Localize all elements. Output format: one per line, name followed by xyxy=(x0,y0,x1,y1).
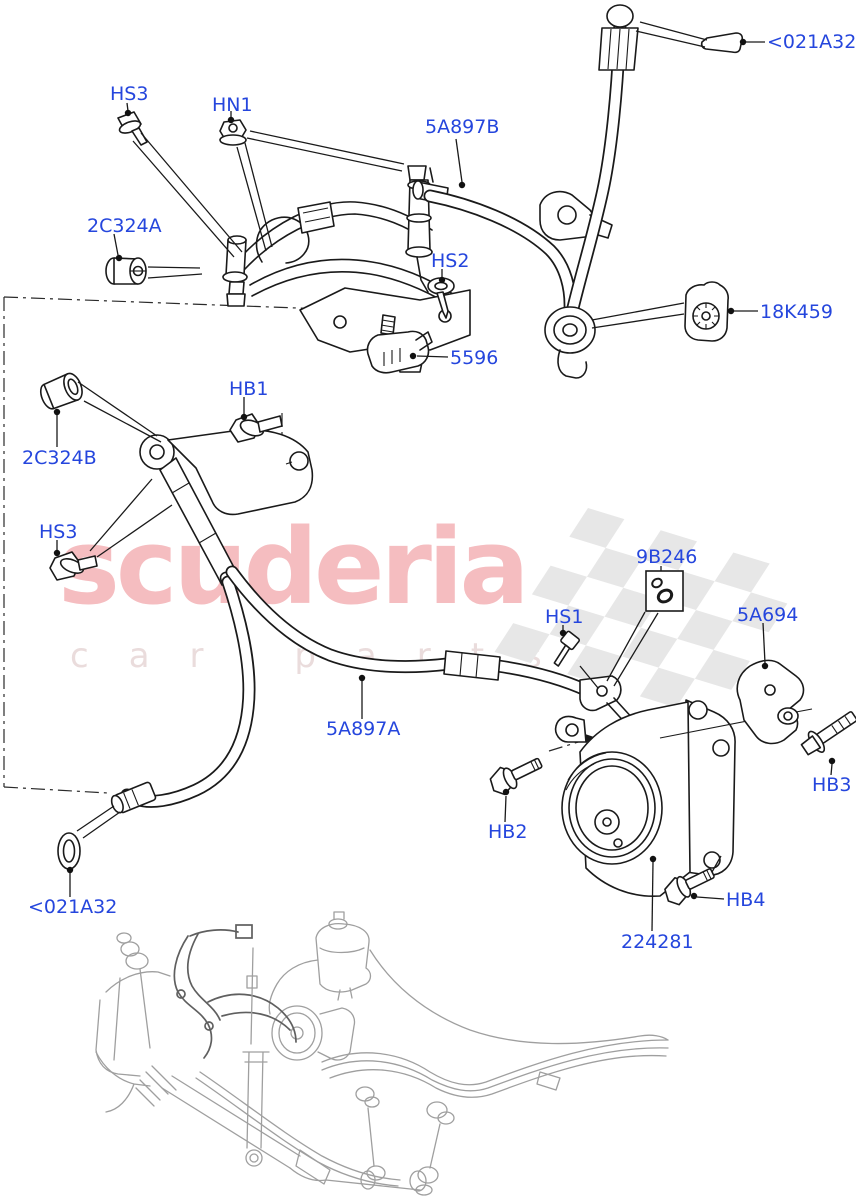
nut-hn1 xyxy=(219,119,247,146)
label-hs2[interactable]: HS2 xyxy=(431,250,470,272)
watermark-brand: scuderia xyxy=(58,506,530,628)
label-2c324a[interactable]: 2C324A xyxy=(87,215,162,237)
label-hb2[interactable]: HB2 xyxy=(488,821,528,843)
hose-5a897a xyxy=(110,565,648,814)
bushing-2c324b xyxy=(39,372,83,410)
sealing-ring-part xyxy=(57,832,81,870)
bolt-hb4 xyxy=(664,868,715,906)
label-5a897b[interactable]: 5A897B xyxy=(425,116,500,138)
vehicle-context-drawing xyxy=(95,911,669,1196)
hose-union-fitting xyxy=(544,306,596,354)
blanking-cap-part xyxy=(700,32,744,54)
bolt-hb3 xyxy=(800,711,856,756)
grommet-18k459 xyxy=(684,281,729,342)
label-9b246[interactable]: 9B246 xyxy=(636,546,698,568)
oring-kit-9b246 xyxy=(645,570,684,612)
label-021a32-bottom[interactable]: <021A32 xyxy=(28,896,118,918)
bracket-5596 xyxy=(366,314,433,374)
label-hs3-lower[interactable]: HS3 xyxy=(39,521,78,543)
screw-hs2 xyxy=(427,277,455,319)
label-021a32-top[interactable]: <021A32 xyxy=(767,31,856,53)
bolt-hs1 xyxy=(553,630,580,667)
bolt-hb1 xyxy=(229,413,283,443)
bolt-hs3-top xyxy=(117,111,148,146)
label-hn1[interactable]: HN1 xyxy=(212,94,253,116)
label-5a694[interactable]: 5A694 xyxy=(737,604,799,626)
context-reservoir xyxy=(315,922,372,993)
bolt-hb2 xyxy=(489,757,543,796)
label-hb4[interactable]: HB4 xyxy=(726,889,766,911)
label-224281[interactable]: 224281 xyxy=(621,931,694,953)
leader-lines xyxy=(53,21,836,932)
label-5a897a[interactable]: 5A897A xyxy=(326,718,401,740)
label-hs3-top[interactable]: HS3 xyxy=(110,83,149,105)
bushing-2c324a xyxy=(105,257,147,285)
label-hb3[interactable]: HB3 xyxy=(812,774,852,796)
hose-5a897b xyxy=(423,4,639,379)
label-2c324b[interactable]: 2C324B xyxy=(22,447,97,469)
label-18k459[interactable]: 18K459 xyxy=(760,301,833,323)
label-hs1[interactable]: HS1 xyxy=(545,606,584,628)
bracket-5a694 xyxy=(736,659,805,745)
label-hb1[interactable]: HB1 xyxy=(229,378,269,400)
bolt-hs3-lower xyxy=(49,551,98,581)
lower-bracket-assembly xyxy=(139,428,314,589)
label-5596[interactable]: 5596 xyxy=(450,347,499,369)
